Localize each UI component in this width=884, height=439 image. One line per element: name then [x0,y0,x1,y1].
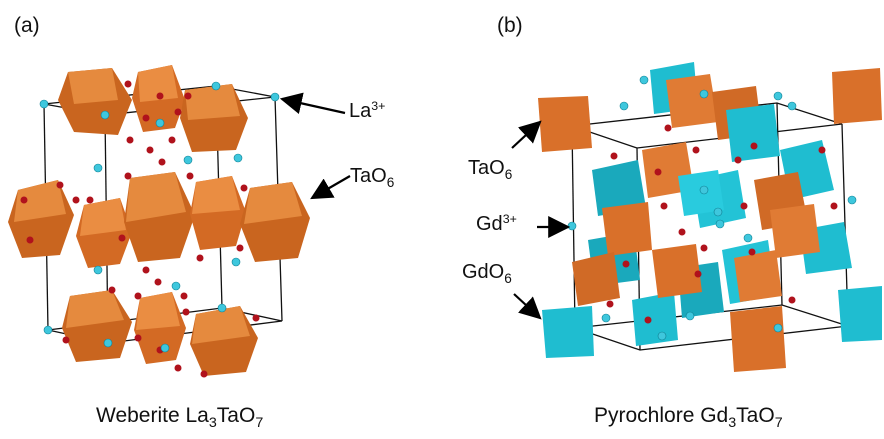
tao6-octahedra-middle [8,172,310,268]
tao6-octahedra [538,68,882,372]
gdo6-label: GdO6 [462,261,512,286]
panel-a-weberite: (a) [8,14,395,431]
gd-cations [567,75,857,341]
gdo6-octahedra-front [542,104,882,358]
tao6-label: TaO6 [350,165,395,190]
gd-label: Gd3+ [476,212,517,235]
tao6-arrow [511,120,542,149]
tao6-label: TaO6 [468,157,513,182]
gdo6-arrow [513,293,542,320]
weberite-structure-figure [8,65,351,378]
weberite-caption: Weberite La3TaO7 [96,404,264,431]
panel-b-pyrochlore: (b) [442,0,884,439]
panel-b-letter: (b) [497,14,523,37]
tao6-arrow [310,175,351,200]
panel-a-letter: (a) [14,14,40,37]
la-cations [39,81,280,353]
la-label: La3+ [349,99,386,122]
pyrochlore-structure-figure [511,62,882,372]
tao6-octahedra-bottom [62,290,258,376]
la-arrow [279,92,346,115]
oxygen-atoms [606,124,838,324]
oxygen-atoms [20,80,260,378]
tao6-octahedra-top [58,65,248,152]
pyrochlore-caption: Pyrochlore Gd3TaO7 [594,404,783,431]
